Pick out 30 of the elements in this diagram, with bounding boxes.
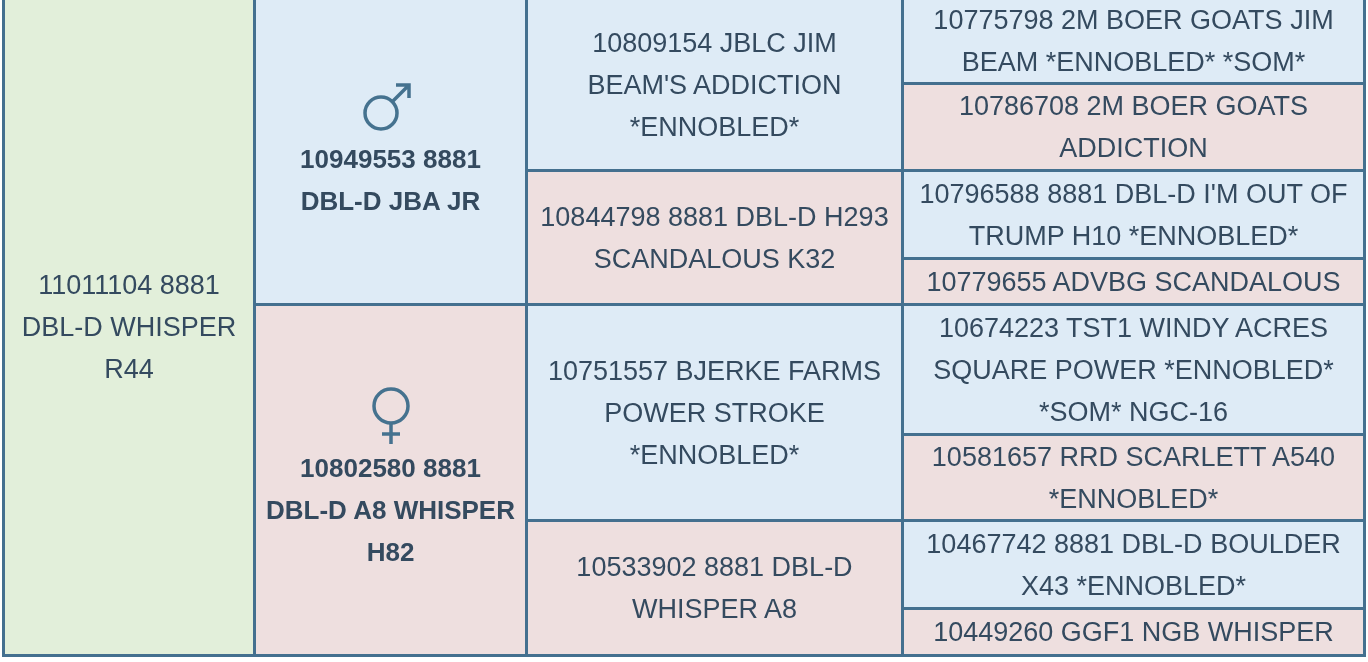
animal-name: 10581657 RRD SCARLETT A540 *ENNOBLED* (930, 440, 1337, 516)
animal-name: 10949553 8881 DBL-D JBA JR (299, 142, 482, 218)
animal-name: 10533902 8881 DBL-D WHISPER A8 (575, 551, 854, 626)
pedigree-cell (904, 260, 1363, 303)
pedigree-cell (904, 172, 1363, 257)
pedigree-cell (904, 306, 1363, 433)
pedigree-cell (904, 0, 1363, 82)
pedigree-cell (528, 522, 901, 654)
pedigree-cell (528, 306, 901, 519)
animal-name: 10779655 ADVBG SCANDALOUS (926, 265, 1341, 299)
animal-name: 10751557 BJERKE FARMS POWER STROKE *ENNOBLED* (546, 354, 883, 472)
animal-name: 10796588 8881 DBL-D I'M OUT OF TRUMP H10 *ENNOBLED* (918, 177, 1349, 253)
pedigree-cell (256, 306, 525, 654)
animal-name: 10449260 GGF1 NGB WHISPER (933, 616, 1334, 649)
animal-name: 10674223 TST1 WINDY ACRES SQUARE POWER *ENNOBLED* *SOM* NGC-16 (932, 311, 1335, 429)
animal-name: 10467742 8881 DBL-D BOULDER X43 *ENNOBLED* (925, 527, 1342, 603)
pedigree-cell (256, 0, 525, 303)
pedigree-cell (904, 522, 1363, 607)
animal-name: 10844798 8881 DBL-D H293 SCANDALOUS K32 (539, 200, 890, 276)
pedigree-cell (904, 85, 1363, 169)
animal-name: 10809154 JBLC JIM BEAM'S ADDICTION *ENNOBLED* (586, 26, 843, 144)
pedigree-cell (528, 0, 901, 169)
pedigree-cell (5, 0, 253, 654)
animal-name: 10786708 2M BOER GOATS ADDICTION (957, 90, 1310, 165)
animal-name: 11011104 8881 DBL-D WHISPER R44 (20, 269, 238, 386)
animal-name: 10775798 2M BOER GOATS JIM BEAM *ENNOBLED* *SOM* (932, 4, 1335, 79)
animal-name: 10802580 8881 DBL-D A8 WHISPER H82 (265, 452, 516, 569)
pedigree-cell (904, 436, 1363, 519)
pedigree-cell (528, 172, 901, 303)
pedigree-cell (904, 610, 1363, 654)
